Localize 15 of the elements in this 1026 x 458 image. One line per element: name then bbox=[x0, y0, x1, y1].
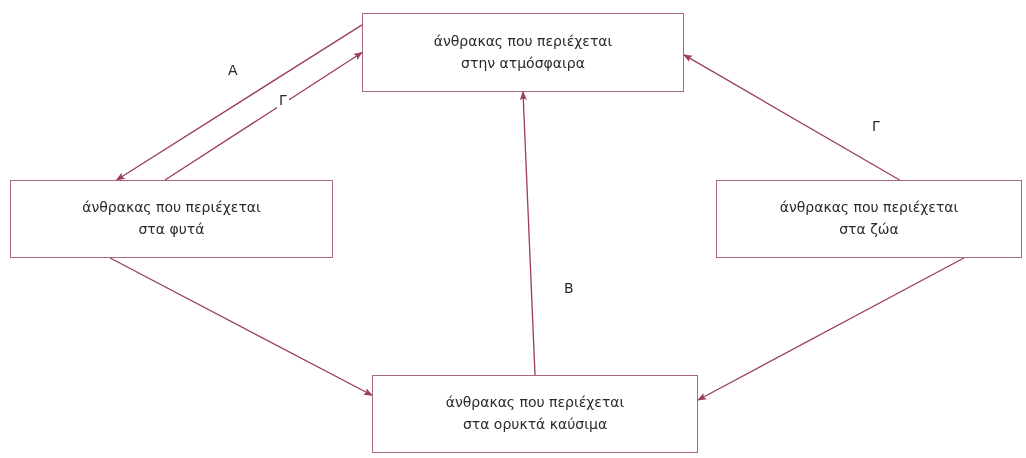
box-text: άνθρακας που περιέχεται στα φυτά bbox=[81, 198, 262, 239]
arrow bbox=[519, 91, 536, 376]
arrow bbox=[683, 54, 901, 181]
process-box bbox=[372, 375, 698, 453]
process-box bbox=[716, 180, 1022, 258]
box-text: άνθρακας που περιέχεται στα ζώα bbox=[778, 198, 960, 239]
arrow bbox=[109, 257, 373, 396]
arrow bbox=[164, 51, 363, 181]
process-box bbox=[10, 180, 333, 258]
edge-label: Γ bbox=[277, 92, 289, 109]
process-box bbox=[362, 13, 684, 92]
box-text: άνθρακας που περιέχεται στην ατμόσφαιρα bbox=[432, 31, 614, 73]
box-text: άνθρακας που περιέχεται στα ορυκτά καύσιμα bbox=[444, 393, 626, 434]
arrow bbox=[697, 257, 965, 401]
arrow bbox=[115, 24, 363, 181]
